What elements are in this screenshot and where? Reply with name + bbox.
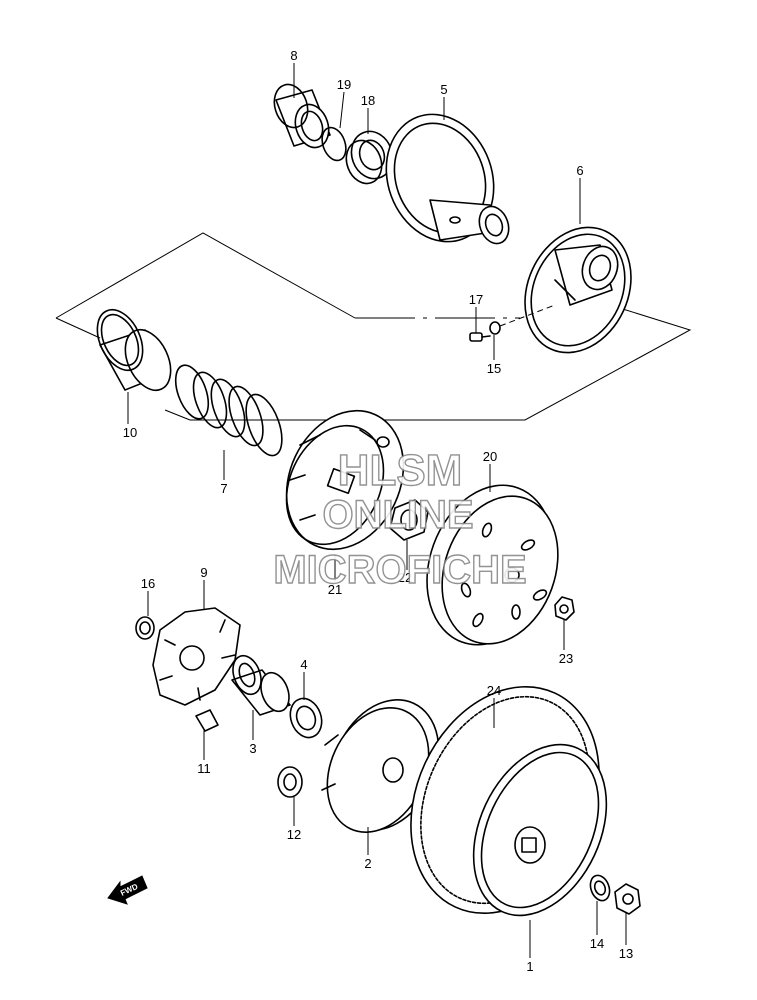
callout-19: 19 [337, 77, 351, 92]
part-23-nut [554, 596, 575, 621]
part-20-clutch-housing [426, 484, 559, 646]
watermark: HLSM ONLINE MICROFICHE [273, 445, 528, 592]
callout-23: 23 [559, 651, 573, 666]
part-22-nut [389, 499, 429, 541]
watermark-line2: ONLINE [322, 493, 473, 537]
callout-6: 6 [576, 163, 583, 178]
callout-15: 15 [487, 361, 501, 376]
part-17-screw [469, 332, 491, 342]
callout-4: 4 [300, 657, 307, 672]
part-10-sleeve [96, 308, 172, 392]
callout-1: 1 [526, 959, 533, 974]
part-7-spring [174, 364, 283, 457]
callout-11: 11 [197, 761, 211, 776]
callout-3: 3 [249, 741, 256, 756]
callout-18: 18 [361, 93, 375, 108]
callout-9: 9 [200, 565, 207, 580]
callout-24: 24 [487, 683, 501, 698]
callout-17: 17 [469, 292, 483, 307]
watermark-line3: MICROFICHE [273, 548, 526, 592]
callout-20: 20 [483, 449, 497, 464]
part-5-movable-face [385, 113, 510, 245]
callout-5: 5 [440, 82, 447, 97]
watermark-line1: HLSM [338, 446, 463, 495]
part-6-cam-plate [524, 226, 632, 354]
part-9-ramp-plate [152, 607, 241, 706]
callout-22: 22 [398, 570, 412, 585]
part-15-washer [489, 304, 556, 335]
leader-lines [127, 63, 627, 958]
part-11-slide-piece [195, 709, 219, 732]
callout-21: 21 [328, 582, 342, 597]
part-14-washer [589, 874, 611, 902]
part-8-needle-bearing [273, 83, 331, 149]
callout-8: 8 [290, 48, 297, 63]
fwd-arrow-icon: FWD [107, 875, 148, 905]
callout-13: 13 [619, 946, 633, 961]
part-19-circlip [321, 126, 347, 162]
part-21-clutch-shoe [285, 409, 405, 551]
part-18-ball-bearing [345, 130, 394, 185]
callout-16: 16 [141, 576, 155, 591]
callout-14: 14 [590, 936, 604, 951]
callout-numbers: 8 19 18 5 6 17 15 10 7 20 22 21 23 16 9 … [123, 48, 633, 974]
part-13-nut [614, 883, 641, 915]
callout-2: 2 [364, 856, 371, 871]
part-16-washer [135, 616, 155, 640]
callout-12: 12 [287, 827, 301, 842]
part-12-bushing [277, 766, 303, 798]
part-3-collar [231, 654, 291, 716]
part-1-driven-pulley [472, 743, 608, 917]
part-4-bearing [289, 697, 323, 739]
callout-10: 10 [123, 425, 137, 440]
callout-7: 7 [220, 481, 227, 496]
